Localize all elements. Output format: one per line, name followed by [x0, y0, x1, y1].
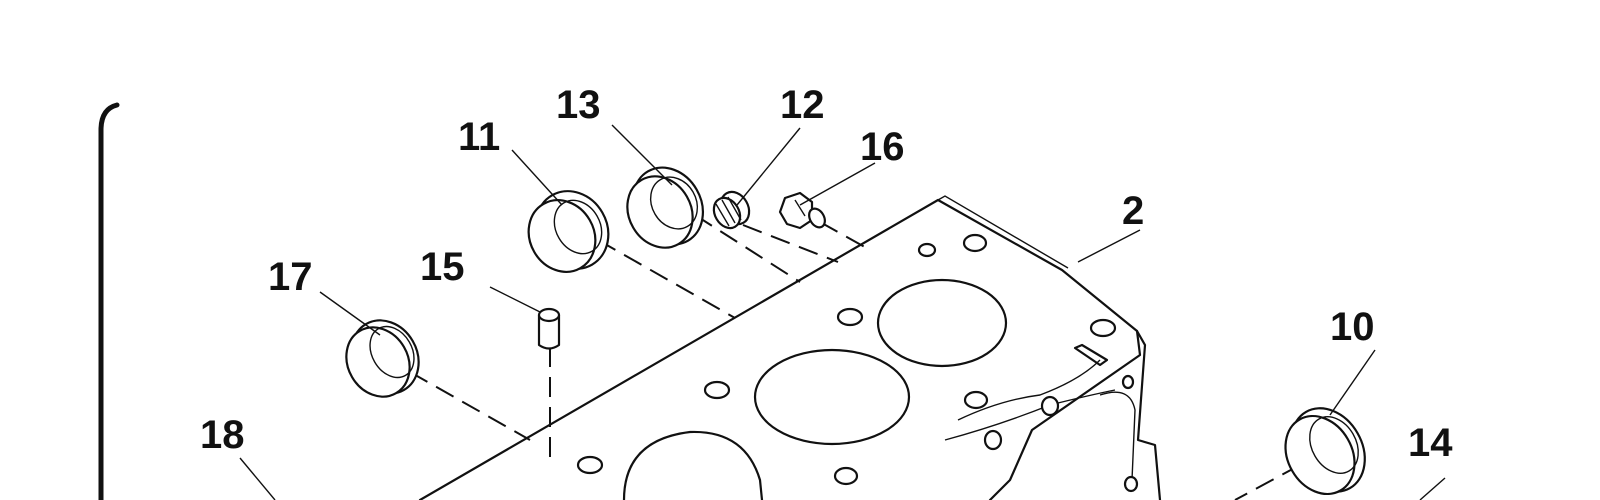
cylinder-bore-1 [876, 278, 1008, 368]
block-right-edge [937, 195, 1069, 269]
bolt-hole [576, 455, 604, 475]
threaded-plug-12 [712, 190, 751, 230]
bolt-hole [836, 307, 864, 327]
leader-16 [799, 162, 876, 206]
bolt-hole [917, 242, 937, 258]
block-boss [1040, 395, 1060, 417]
bolt-hole [1089, 318, 1117, 338]
block-boss [1123, 475, 1139, 493]
bolt-hole [962, 233, 988, 253]
leader-13 [611, 124, 673, 186]
core-plug-17 [345, 319, 420, 398]
block-boss [1121, 374, 1135, 390]
leader-14 [1419, 477, 1446, 500]
assembly-line-10 [1234, 464, 1301, 500]
block-boss [983, 429, 1003, 451]
leader-12 [736, 127, 801, 206]
assembly-line-11 [597, 239, 736, 319]
cylinder-bore-2 [753, 348, 911, 446]
callout-16: 16 [860, 125, 905, 169]
leader-2 [1077, 229, 1141, 263]
core-plug-11 [527, 190, 610, 273]
block-lower-rib [1099, 391, 1136, 481]
engine-block [418, 195, 1162, 500]
callout-17: 17 [268, 255, 313, 299]
block-side-rib [957, 359, 1101, 421]
assembly-line-17 [409, 371, 531, 441]
leader-10 [1329, 349, 1376, 416]
leader-17 [319, 291, 381, 336]
assembly-line-12 [742, 224, 839, 263]
assembly-line-16 [819, 221, 871, 251]
assembly-line-13 [694, 214, 801, 283]
bolt-hole [963, 390, 989, 410]
hex-plug-16 [778, 191, 826, 230]
callout-12: 12 [780, 83, 825, 127]
callout-14: 14 [1408, 421, 1453, 465]
bolt-hole [833, 466, 859, 486]
dowel-pin-15 [537, 307, 561, 350]
core-plug-13 [626, 166, 704, 249]
leader-18 [239, 457, 276, 500]
block-top-face [418, 198, 1142, 500]
block-slot [1073, 343, 1109, 367]
callout-13: 13 [556, 83, 601, 127]
frame-bracket [98, 102, 120, 500]
bolt-hole [703, 380, 731, 400]
callout-18: 18 [200, 413, 245, 457]
core-plug-10 [1284, 407, 1366, 496]
block-side-face [1135, 329, 1162, 500]
leader-11 [511, 149, 563, 206]
callout-10: 10 [1330, 305, 1375, 349]
callout-2: 2 [1122, 189, 1144, 233]
cylinder-bore-3 [622, 430, 764, 500]
leader-15 [489, 286, 541, 313]
callout-11: 11 [458, 115, 500, 159]
callout-15: 15 [420, 245, 465, 289]
